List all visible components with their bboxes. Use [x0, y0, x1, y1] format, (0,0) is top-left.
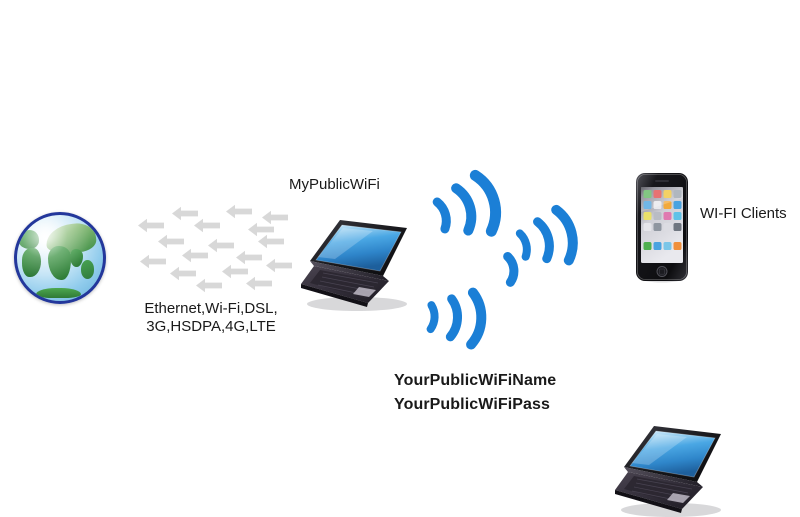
- globe-landmass: [22, 247, 42, 277]
- passphrase-label: YourPublicWiFiPass: [394, 396, 551, 413]
- uplink-arrow-icon: [208, 238, 234, 253]
- wifi-signal-stray: [498, 247, 528, 291]
- uplink-arrow-icon: [172, 206, 198, 221]
- uplink-arrow-icon: [222, 264, 248, 279]
- wifi-waves-icon: [515, 204, 578, 266]
- uplink-arrow-icon: [140, 254, 166, 269]
- uplink-arrows: [136, 204, 296, 304]
- uplink-arrow-icon: [262, 210, 288, 225]
- wifi-wave-icon: [503, 251, 519, 287]
- uplink-arrow-icon: [182, 248, 208, 263]
- uplink-arrow-icon: [170, 266, 196, 281]
- uplink-arrow-icon: [194, 218, 220, 233]
- laptop-icon: [615, 426, 721, 517]
- uplink-arrow-icon: [246, 276, 272, 291]
- globe-landmass: [47, 245, 72, 281]
- internet-globe: [14, 212, 106, 304]
- laptop-icon: [301, 220, 407, 311]
- uplink-arrow-icon: [226, 204, 252, 219]
- wifi-signal-lower: [416, 285, 496, 352]
- uplink-line-2: 3G,HSDPA,4G,LTE: [146, 317, 276, 335]
- globe-icon: [14, 212, 106, 304]
- globe-landmass: [18, 230, 40, 250]
- wifi-signal-upper: [416, 162, 519, 255]
- wifi-waves-icon: [426, 287, 487, 350]
- client-smartphone: [634, 172, 690, 284]
- hotspot-name-label: MyPublicWiFi: [289, 176, 380, 193]
- smartphone-icon: [636, 173, 688, 283]
- wifi-clients-label: WI-FI Clients: [700, 205, 787, 222]
- globe-landmass: [35, 288, 81, 299]
- wifi-signal-right: [501, 198, 593, 281]
- globe-landmass: [70, 249, 84, 267]
- uplink-arrow-icon: [236, 250, 262, 265]
- uplink-arrow-icon: [248, 222, 274, 237]
- uplink-arrow-icon: [266, 258, 292, 273]
- uplink-technologies-label: Ethernet,Wi-Fi,DSL, 3G,HSDPA,4G,LTE: [126, 300, 296, 335]
- globe-landmass: [80, 259, 95, 279]
- uplink-arrow-icon: [258, 234, 284, 249]
- ssid-label: YourPublicWiFiName: [394, 372, 557, 389]
- hotspot-laptop: [299, 214, 413, 314]
- uplink-line-1: Ethernet,Wi-Fi,DSL,: [144, 300, 278, 317]
- uplink-arrow-icon: [158, 234, 184, 249]
- wifi-waves-icon: [432, 169, 501, 237]
- uplink-arrow-icon: [196, 278, 222, 293]
- uplink-arrow-icon: [138, 218, 164, 233]
- client-laptop-one: [613, 420, 727, 517]
